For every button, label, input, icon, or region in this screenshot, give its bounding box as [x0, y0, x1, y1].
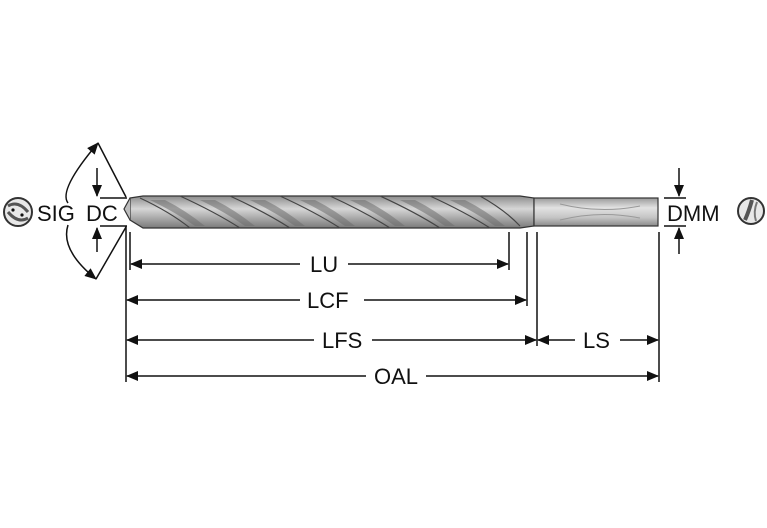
ls-dimension: LS	[537, 328, 659, 353]
drill-end-view-left-icon	[3, 197, 33, 227]
oal-dimension: OAL	[126, 364, 659, 389]
ls-label: LS	[583, 328, 610, 353]
lfs-label: LFS	[322, 328, 362, 353]
lcf-label: LCF	[307, 288, 349, 313]
sig-label: SIG	[37, 201, 75, 226]
lu-label: LU	[310, 252, 338, 277]
dc-label: DC	[86, 201, 118, 226]
drill-body	[123, 195, 535, 229]
lcf-dimension: LCF	[126, 288, 527, 313]
dc-dimension: DC	[86, 168, 118, 252]
dmm-label: DMM	[667, 201, 720, 226]
drill-shank	[533, 197, 659, 227]
lfs-dimension: LFS	[126, 328, 537, 353]
oal-label: OAL	[374, 364, 418, 389]
sig-dimension: SIG	[37, 142, 127, 280]
lu-dimension: LU	[130, 252, 509, 277]
drill-end-view-right-icon	[737, 197, 765, 225]
dmm-dimension: DMM	[667, 168, 720, 254]
